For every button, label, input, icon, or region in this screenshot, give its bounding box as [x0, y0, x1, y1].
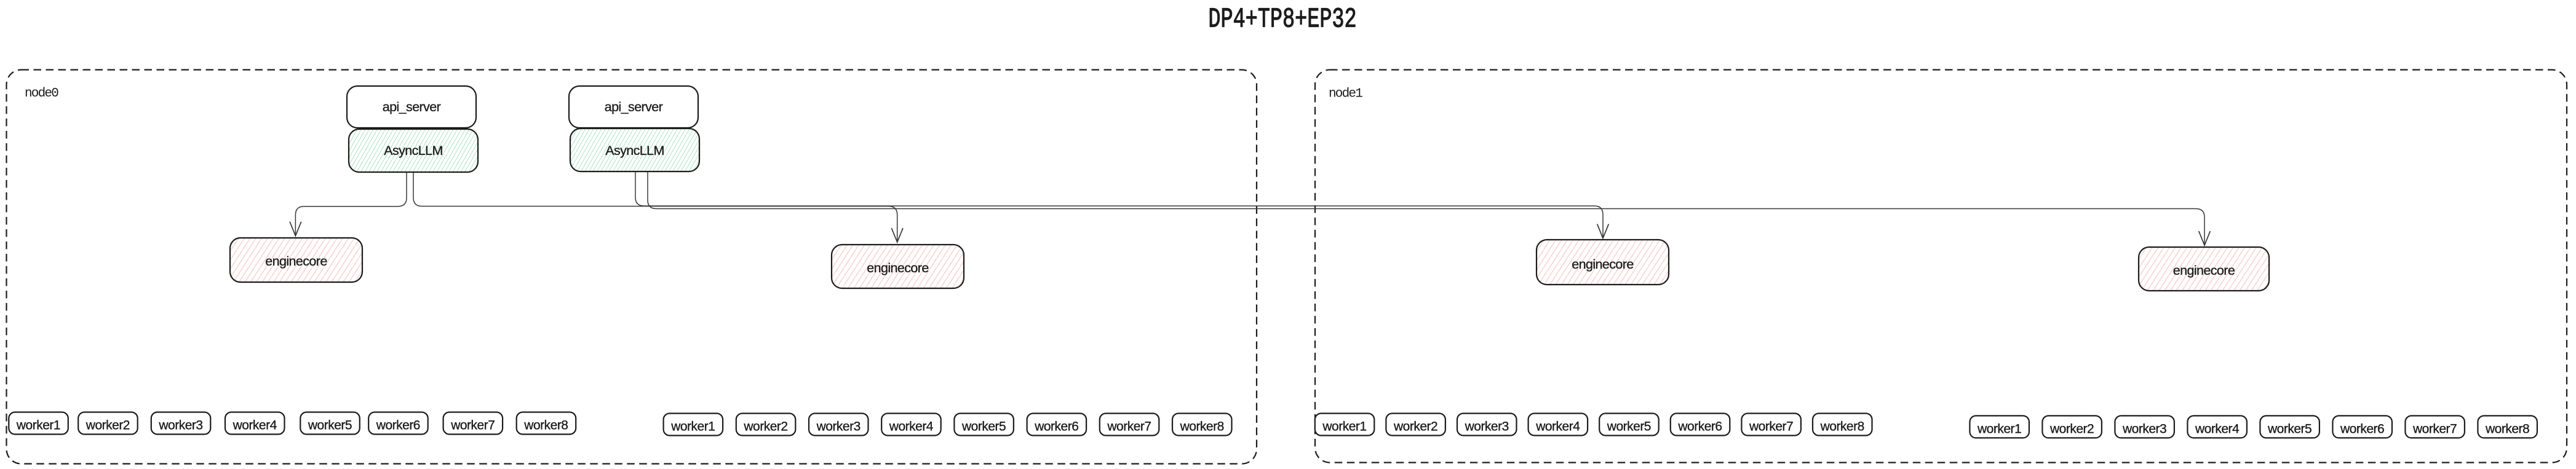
svg-text:enginecore: enginecore — [265, 254, 327, 269]
svg-text:worker8: worker8 — [1180, 420, 1224, 434]
svg-text:AsyncLLM: AsyncLLM — [384, 143, 443, 158]
svg-text:worker2: worker2 — [2049, 422, 2094, 436]
svg-text:worker4: worker4 — [889, 420, 934, 434]
svg-text:worker6: worker6 — [1034, 420, 1078, 434]
svg-text:AsyncLLM: AsyncLLM — [605, 143, 664, 158]
svg-text:node0: node0 — [25, 87, 58, 101]
svg-text:enginecore: enginecore — [867, 261, 928, 275]
svg-text:worker1: worker1 — [1977, 422, 2021, 436]
svg-text:worker6: worker6 — [2340, 422, 2384, 436]
svg-text:worker5: worker5 — [1607, 420, 1651, 434]
svg-text:worker5: worker5 — [308, 419, 352, 433]
svg-text:worker2: worker2 — [1393, 420, 1437, 434]
svg-text:worker7: worker7 — [1107, 420, 1151, 434]
svg-text:worker8: worker8 — [523, 419, 568, 433]
svg-text:worker4: worker4 — [233, 419, 277, 433]
svg-text:worker1: worker1 — [16, 419, 60, 433]
svg-text:worker8: worker8 — [1820, 420, 1864, 434]
svg-text:enginecore: enginecore — [2173, 263, 2235, 278]
svg-text:worker4: worker4 — [2195, 422, 2240, 436]
svg-text:node1: node1 — [1329, 87, 1362, 101]
svg-text:worker5: worker5 — [961, 420, 1006, 434]
svg-text:enginecore: enginecore — [1572, 257, 1633, 272]
svg-text:worker1: worker1 — [1322, 420, 1366, 434]
svg-text:worker4: worker4 — [1535, 420, 1580, 434]
svg-text:worker5: worker5 — [2267, 422, 2312, 436]
svg-text:worker2: worker2 — [743, 420, 787, 434]
svg-text:api_server: api_server — [605, 100, 663, 114]
svg-text:worker1: worker1 — [670, 420, 715, 434]
svg-text:api_server: api_server — [383, 100, 441, 114]
svg-text:worker7: worker7 — [450, 419, 495, 433]
svg-text:worker2: worker2 — [85, 419, 130, 433]
svg-text:DP4+TP8+EP32: DP4+TP8+EP32 — [1208, 4, 1356, 35]
svg-text:worker3: worker3 — [1465, 420, 1509, 434]
svg-text:worker7: worker7 — [2412, 422, 2457, 436]
svg-text:worker3: worker3 — [2122, 422, 2166, 436]
svg-text:worker3: worker3 — [816, 420, 861, 434]
svg-text:worker6: worker6 — [376, 419, 420, 433]
svg-text:worker3: worker3 — [158, 419, 202, 433]
svg-text:worker8: worker8 — [2485, 422, 2529, 436]
svg-text:worker6: worker6 — [1677, 420, 1722, 434]
svg-text:worker7: worker7 — [1749, 420, 1793, 434]
